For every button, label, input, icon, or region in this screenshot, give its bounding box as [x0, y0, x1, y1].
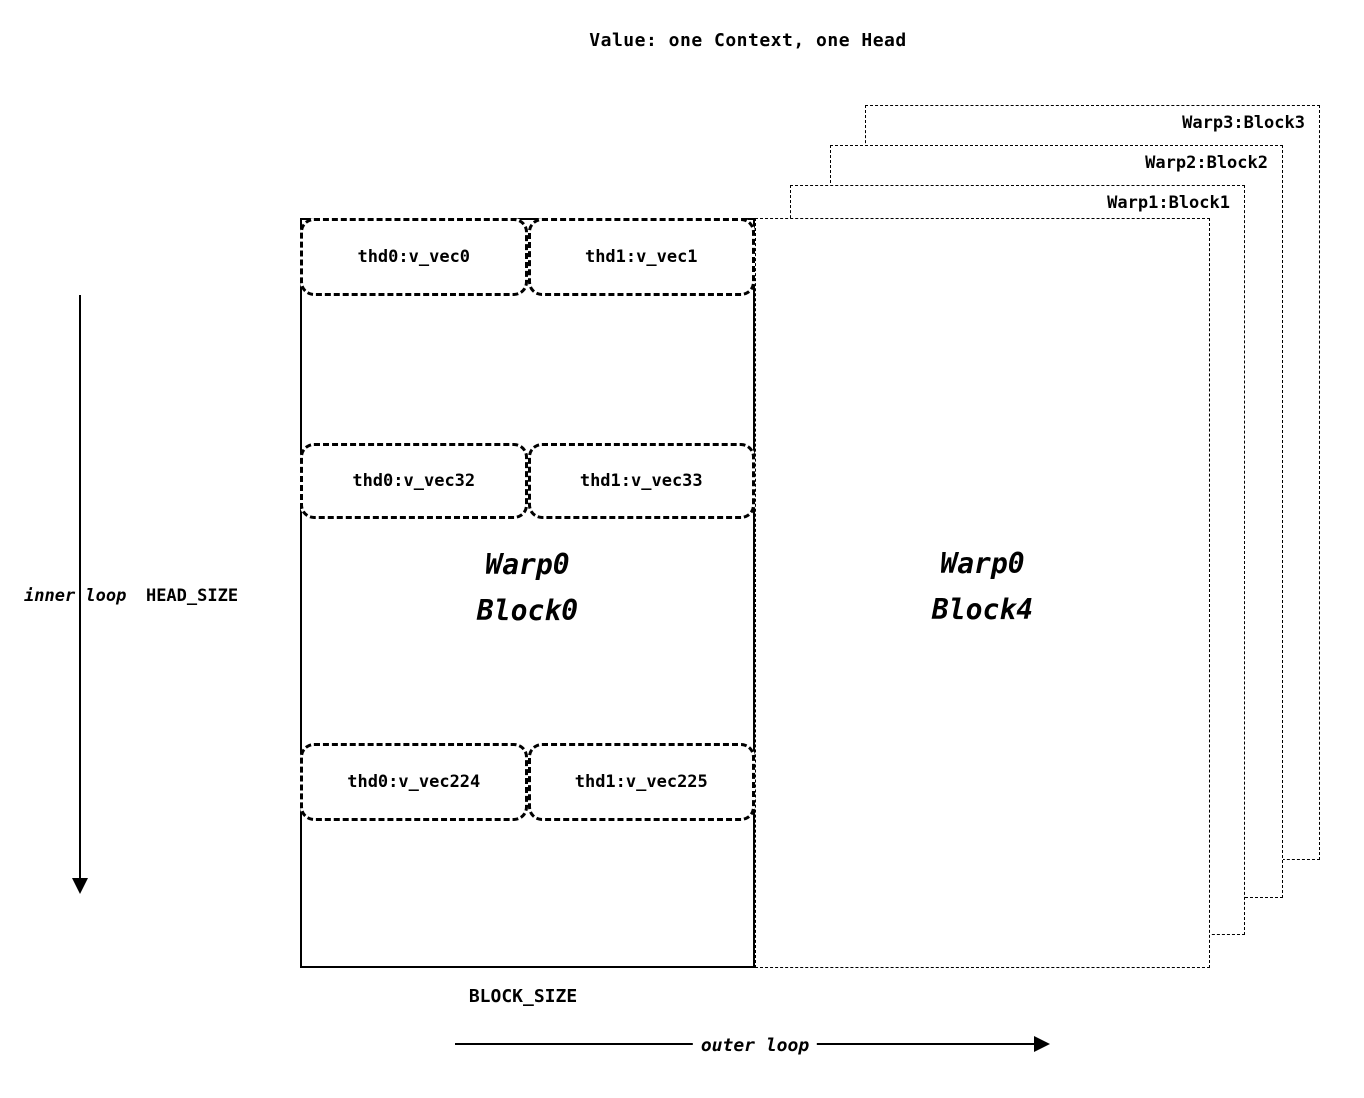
- block0-label-line1: Warp0: [485, 548, 570, 581]
- thread-cell: thd0:v_vec32: [300, 443, 528, 519]
- inner-loop-arrow-line: [79, 295, 81, 880]
- block-warp2-label: Warp2:Block2: [1145, 153, 1268, 173]
- block4-rect: Warp0 Block4: [755, 218, 1210, 968]
- outer-loop-label: outer loop: [692, 1035, 818, 1056]
- block4-label-line2: Block4: [931, 593, 1034, 627]
- block0-label: Warp0 Block0: [302, 542, 753, 634]
- thread-cell: thd1:v_vec33: [527, 443, 755, 519]
- block-size-label: BLOCK_SIZE: [468, 986, 578, 1007]
- block-warp3-label: Warp3:Block3: [1182, 113, 1305, 133]
- outer-loop-arrowhead: [1034, 1036, 1050, 1052]
- thread-row-2: thd0:v_vec224 thd1:v_vec225: [300, 743, 755, 821]
- thread-cell: thd0:v_vec0: [300, 218, 528, 296]
- head-size-text: HEAD_SIZE: [145, 586, 239, 606]
- diagram-title: Value: one Context, one Head: [589, 30, 907, 51]
- inner-loop-label: inner loop HEAD_SIZE: [24, 586, 238, 606]
- thread-cell: thd0:v_vec224: [300, 743, 528, 821]
- block4-label: Warp0 Block4: [756, 541, 1209, 633]
- inner-loop-text: inner loop: [24, 586, 127, 606]
- block4-label-line1: Warp0: [940, 547, 1025, 580]
- thread-row-0: thd0:v_vec0 thd1:v_vec1: [300, 218, 755, 296]
- thread-cell: thd1:v_vec1: [527, 218, 755, 296]
- block-warp1-label: Warp1:Block1: [1107, 193, 1230, 213]
- block0-label-line2: Block0: [476, 594, 579, 628]
- thread-row-1: thd0:v_vec32 thd1:v_vec33: [300, 443, 755, 519]
- inner-loop-arrowhead: [72, 878, 88, 894]
- block0-rect: thd0:v_vec0 thd1:v_vec1 thd0:v_vec32 thd…: [300, 218, 755, 968]
- thread-cell: thd1:v_vec225: [527, 743, 755, 821]
